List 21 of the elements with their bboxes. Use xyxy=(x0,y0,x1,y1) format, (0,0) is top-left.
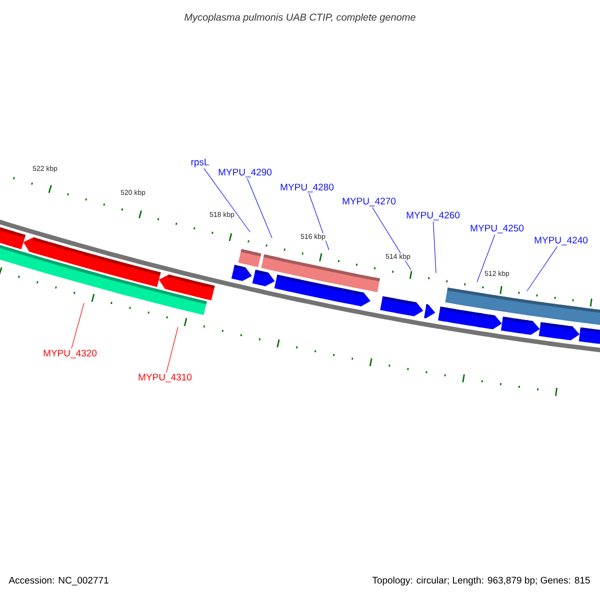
genome-summary: Topology: circular; Length: 963,879 bp; Genes: 815 xyxy=(372,576,590,586)
leader-line xyxy=(308,193,330,250)
leader-line xyxy=(246,178,272,238)
gene-label: MYPU_4280 xyxy=(280,184,334,192)
gene-label: rpsL xyxy=(191,158,209,168)
gene-label: MYPU_4270 xyxy=(342,198,396,206)
leader-line xyxy=(71,302,84,349)
leader-line xyxy=(204,168,250,232)
leader-line xyxy=(166,326,178,373)
gene-label: MYPU_4310 xyxy=(138,374,192,382)
gene-label: MYPU_4290 xyxy=(218,168,272,178)
leader-line xyxy=(433,221,436,274)
gene-label: MYPU_4320 xyxy=(44,350,97,358)
gene-label: MYPU_4260 xyxy=(406,212,460,220)
accession-label: Accession: NC_002771 xyxy=(8,576,108,586)
title: Mycoplasma pulmonis UAB CTIP, complete genome xyxy=(184,13,416,23)
leader-line xyxy=(372,207,412,270)
leader-line xyxy=(476,234,496,282)
gene-label: MYPU_4250 xyxy=(470,224,524,234)
gene-label: MYPU_4240 xyxy=(534,236,588,246)
leader-line xyxy=(526,246,558,292)
